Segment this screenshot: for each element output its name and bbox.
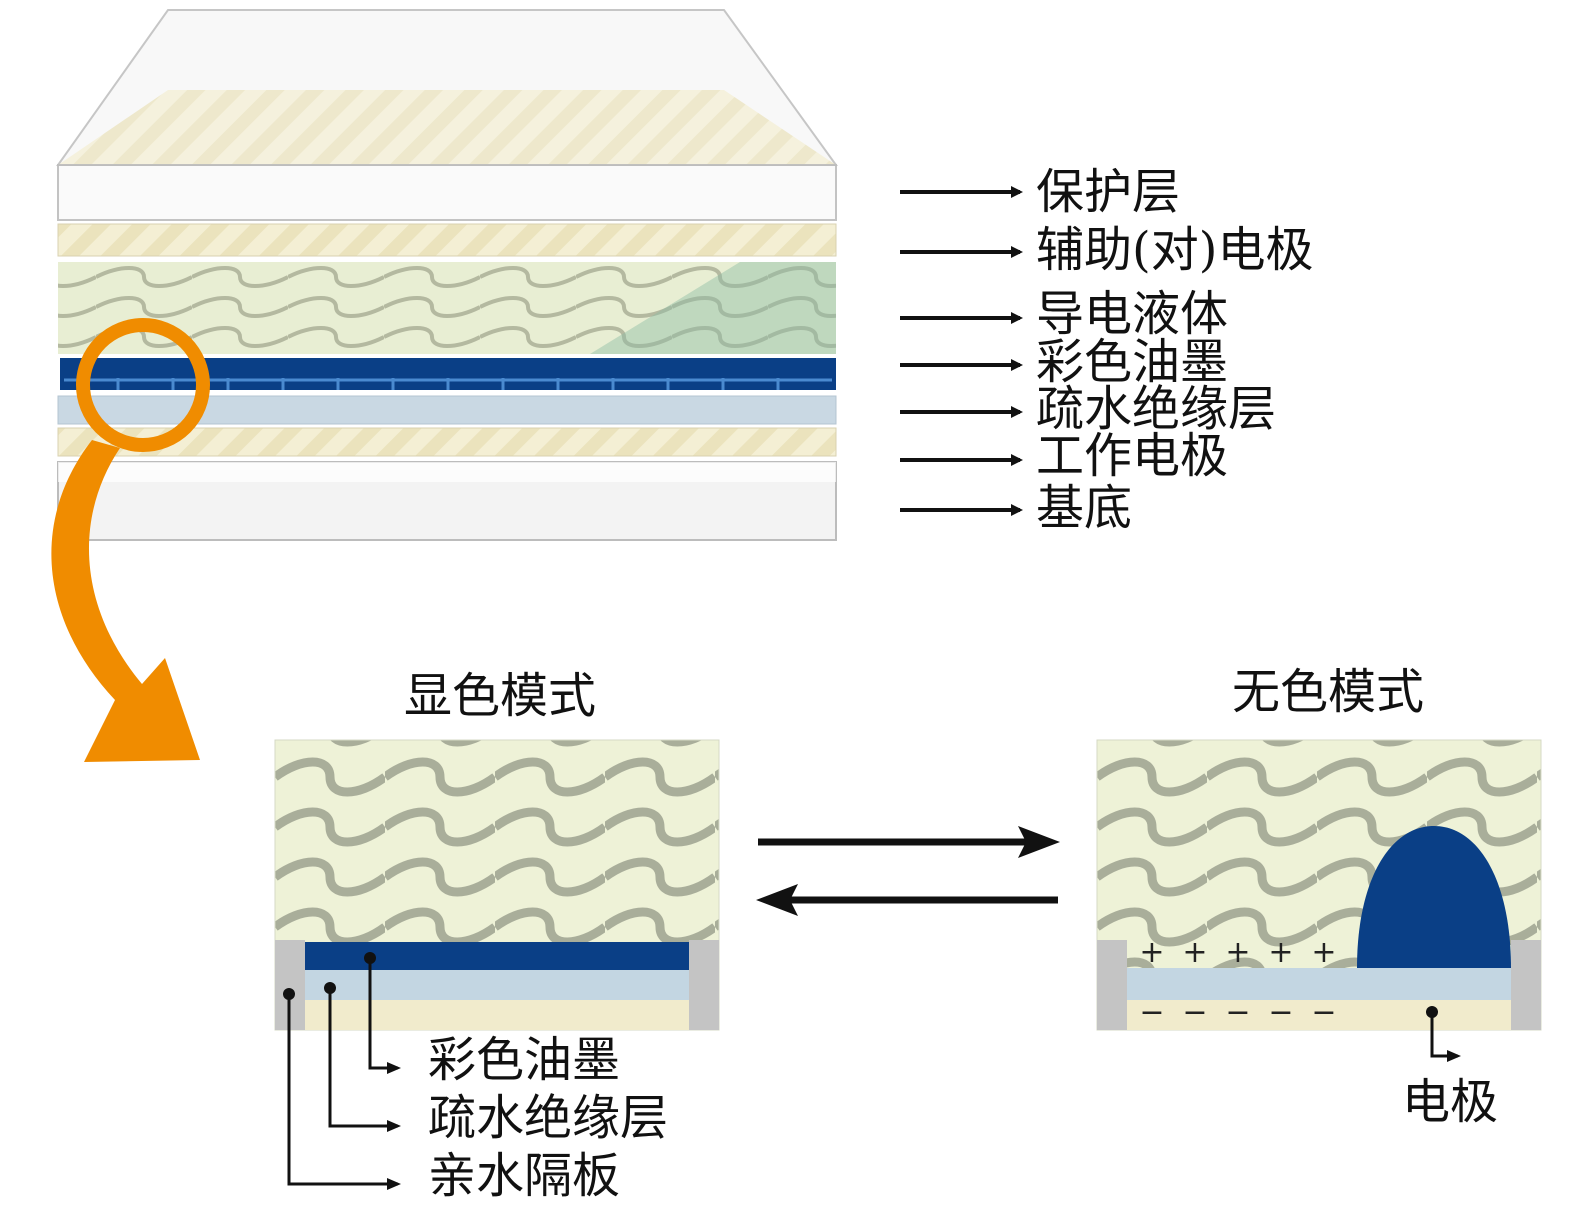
callout-ink: 彩色油墨 [428, 1032, 620, 1088]
callout-hydrophobic: 疏水绝缘层 [428, 1090, 668, 1146]
label-protective-layer: 保护层 [1036, 164, 1180, 220]
label-working-electrode: 工作电极 [1036, 428, 1228, 484]
plus-sign: + [1139, 935, 1164, 970]
label-substrate: 基底 [1036, 480, 1132, 536]
layer-label-arrows [900, 186, 1023, 516]
colored-mode-cell [274, 739, 720, 1031]
transparent-mode-cell [1096, 739, 1542, 1031]
left-callouts [283, 952, 401, 1190]
zoom-callout [51, 318, 210, 762]
label-ink: 彩色油墨 [1036, 334, 1228, 390]
hydrophobic-insulator-layer [57, 395, 837, 425]
minus-sign: − [1311, 995, 1336, 1030]
partition-right [1511, 940, 1541, 1030]
right-callout [1426, 1006, 1461, 1062]
ink-droplet [1357, 826, 1511, 968]
charge-signs: + + + + + − − − − − [1139, 935, 1336, 1030]
plus-sign: + [1311, 935, 1336, 970]
plus-sign: + [1225, 935, 1250, 970]
switch-arrows [756, 826, 1060, 916]
ink-film [305, 942, 689, 970]
label-counter-electrode: 辅助(对)电极 [1036, 222, 1313, 278]
minus-sign: − [1182, 995, 1207, 1030]
ink-layer [60, 358, 836, 390]
electrode-region [1097, 1000, 1541, 1030]
electrode-region [275, 1000, 719, 1030]
minus-sign: − [1268, 995, 1293, 1030]
minus-sign: − [1139, 995, 1164, 1030]
zoom-circle [76, 318, 210, 452]
label-conductive-liquid: 导电液体 [1036, 286, 1228, 342]
right-mode-title: 无色模式 [1232, 664, 1424, 720]
hydrophobic-region [1097, 968, 1541, 1000]
zoom-arrow [51, 440, 200, 762]
callout-electrode: 电极 [1402, 1074, 1498, 1130]
callout-hydrophilic-partition: 亲水隔板 [428, 1148, 620, 1204]
hydrophobic-region [275, 968, 719, 1000]
plus-sign: + [1182, 935, 1207, 970]
counter-electrode-layer [57, 223, 837, 257]
layer-labels: 保护层 辅助(对)电极 导电液体 彩色油墨 疏水绝缘层 工作电极 基底 [1036, 164, 1313, 536]
layer-stack [56, 9, 838, 541]
minus-sign: − [1225, 995, 1250, 1030]
left-mode-title: 显色模式 [404, 668, 596, 724]
substrate-layer [57, 461, 837, 541]
partition-left [1097, 940, 1127, 1030]
protective-layer [56, 9, 838, 221]
label-hydrophobic-insulator: 疏水绝缘层 [1036, 381, 1276, 437]
plus-sign: + [1268, 935, 1293, 970]
partition-right [689, 940, 719, 1030]
